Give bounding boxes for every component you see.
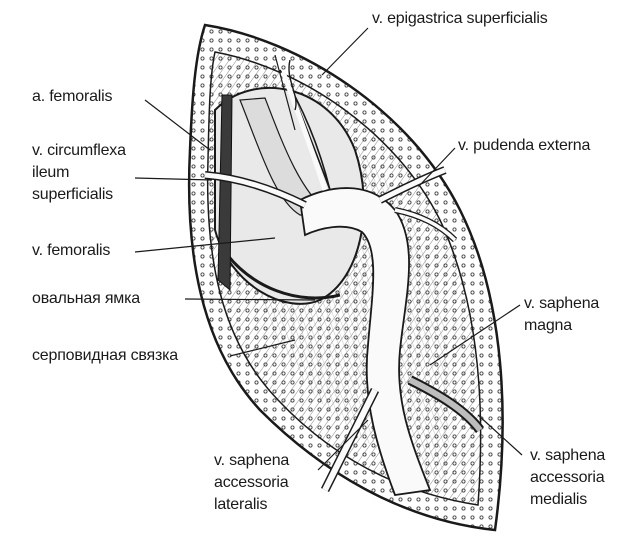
label-oval-fossa: овальная ямка xyxy=(32,288,140,310)
label-v-pudenda-externa: v. pudenda externa xyxy=(458,135,590,157)
label-v-saphena-magna: v. saphena magna xyxy=(524,293,599,337)
label-v-femoralis: v. femoralis xyxy=(32,240,110,262)
label-v-saphena-accessoria-lateralis: v. saphena accessoria lateralis xyxy=(214,450,289,516)
label-v-epigastrica-superficialis: v. epigastrica superficialis xyxy=(372,8,548,30)
label-v-saphena-accessoria-medialis: v. saphena accessoria medialis xyxy=(530,445,605,511)
label-falciform-ligament: серповидная связка xyxy=(32,345,178,367)
label-v-circumflexa-ileum-superficialis: v. circumflexa ileum superficialis xyxy=(32,140,126,206)
label-a-femoralis: a. femoralis xyxy=(32,86,112,108)
